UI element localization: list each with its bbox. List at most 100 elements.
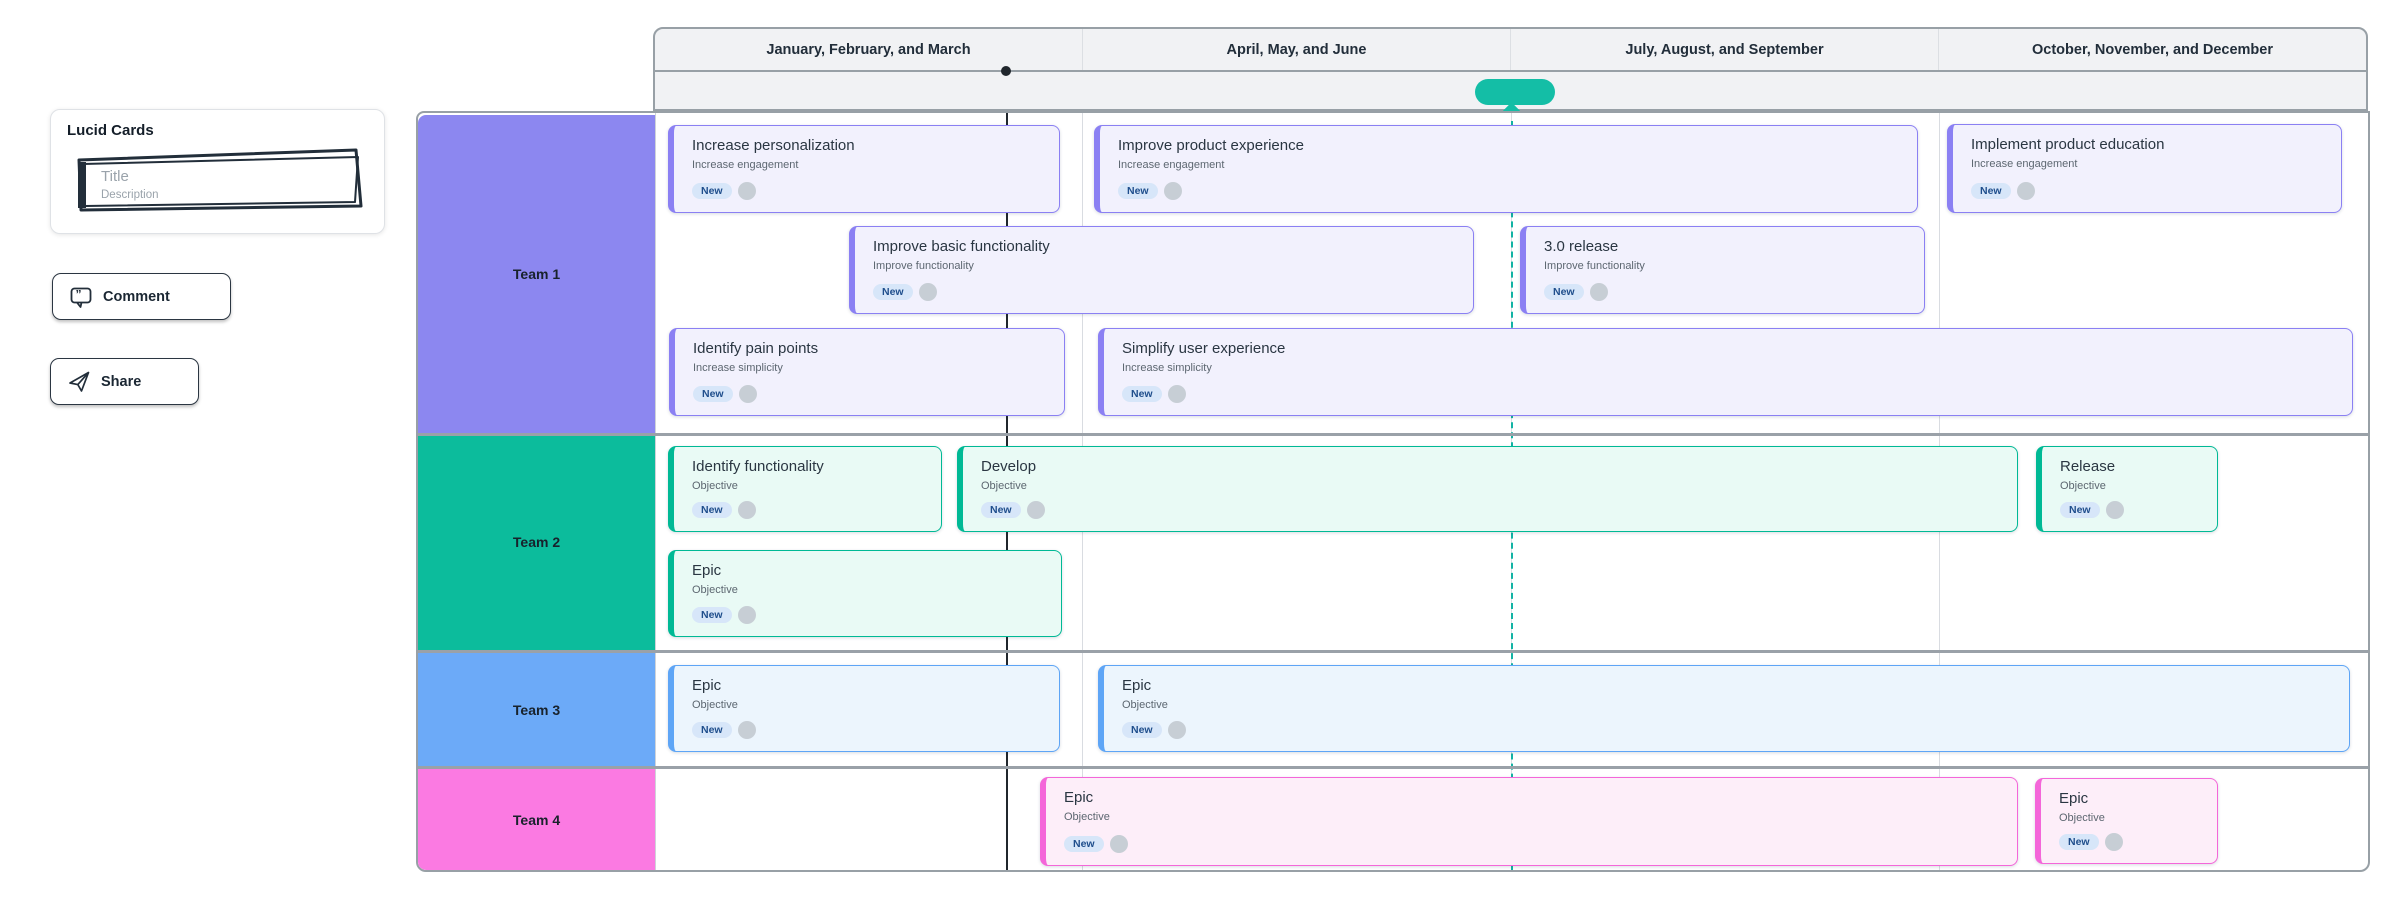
- roadmap-card[interactable]: Identify functionality Objective New: [668, 446, 942, 532]
- roadmap-card[interactable]: Epic Objective New: [2035, 778, 2218, 864]
- status-badge: New: [1118, 182, 1158, 200]
- sketch-title-placeholder: Title: [101, 168, 129, 185]
- row-separator: [418, 650, 2368, 653]
- comment-button[interactable]: ” Comment: [52, 273, 231, 320]
- card-title: Implement product education: [1971, 136, 2165, 153]
- card-subtitle: Objective: [1064, 811, 1110, 823]
- label-column-divider: [655, 113, 656, 870]
- avatar: [2016, 182, 2035, 200]
- roadmap-card[interactable]: Epic Objective New: [1040, 777, 2018, 866]
- roadmap-card[interactable]: Improve product experience Increase enga…: [1094, 125, 1918, 213]
- card-title: Release: [2060, 458, 2116, 475]
- card-subtitle: Objective: [1122, 699, 1168, 711]
- status-badge: New: [1544, 283, 1584, 301]
- row-separator: [418, 433, 2368, 436]
- sketch-description-placeholder: Description: [101, 189, 159, 201]
- quarter-header-3: July, August, and September: [1511, 29, 1939, 70]
- roadmap-card[interactable]: Improve basic functionality Improve func…: [849, 226, 1474, 314]
- roadmap-card[interactable]: Epic Objective New: [668, 665, 1060, 752]
- status-badge: New: [692, 182, 732, 200]
- roadmap-card[interactable]: Epic Objective New: [668, 550, 1062, 637]
- sketch-card-icon: [77, 148, 363, 212]
- panel-title: Lucid Cards: [67, 122, 154, 139]
- roadmap-card[interactable]: Increase personalization Increase engage…: [668, 125, 1060, 213]
- card-subtitle: Increase engagement: [1971, 158, 2078, 170]
- avatar: [737, 182, 756, 200]
- card-subtitle: Improve functionality: [1544, 260, 1645, 272]
- status-badge: New: [981, 501, 1021, 519]
- card-title: Epic: [2059, 790, 2089, 807]
- share-button[interactable]: Share: [50, 358, 199, 405]
- card-title: Improve basic functionality: [873, 238, 1050, 255]
- status-badge: New: [2060, 501, 2100, 519]
- card-template-preview[interactable]: Title Description: [65, 144, 370, 218]
- quarter-header-2: April, May, and June: [1083, 29, 1511, 70]
- roadmap-rows: Team 1 Team 2 Team 3 Team 4 Increase person…: [416, 111, 2370, 872]
- status-badge: New: [1064, 835, 1104, 853]
- status-badge: New: [1122, 721, 1162, 739]
- card-subtitle: Increase simplicity: [693, 362, 783, 374]
- team-band-team-3[interactable]: Team 3: [418, 653, 655, 766]
- quarter-header-1: January, February, and March: [655, 29, 1083, 70]
- team-band-team-2[interactable]: Team 2: [418, 434, 655, 650]
- roadmap-card[interactable]: Develop Objective New: [957, 446, 2018, 532]
- card-title: Develop: [981, 458, 1037, 475]
- roadmap-card[interactable]: Implement product education Increase eng…: [1947, 124, 2342, 213]
- avatar: [1109, 835, 1128, 853]
- team-label: Team 1: [512, 266, 561, 282]
- roadmap-card[interactable]: 3.0 release Improve functionality New: [1520, 226, 1925, 314]
- avatar: [2105, 501, 2124, 519]
- avatar: [738, 385, 757, 403]
- lucid-cards-panel: Lucid Cards Title Description: [50, 109, 385, 234]
- card-subtitle: Increase engagement: [1118, 159, 1225, 171]
- card-title: Simplify user experience: [1122, 340, 1286, 357]
- svg-text:”: ”: [76, 287, 82, 301]
- team-band-team-1[interactable]: Team 1: [418, 115, 655, 433]
- status-badge: New: [692, 721, 732, 739]
- status-badge: New: [693, 385, 733, 403]
- avatar: [737, 721, 756, 739]
- avatar: [1167, 721, 1186, 739]
- roadmap-card[interactable]: Identify pain points Increase simplicity…: [669, 328, 1065, 416]
- row-separator: [418, 766, 2368, 769]
- avatar: [1167, 385, 1186, 403]
- comment-button-label: Comment: [103, 288, 170, 305]
- team-label: Team 4: [512, 811, 561, 828]
- roadmap-card[interactable]: Epic Objective New: [1098, 665, 2350, 752]
- avatar: [737, 501, 756, 519]
- card-subtitle: Objective: [2059, 812, 2105, 824]
- roadmap-card[interactable]: Release Objective New: [2036, 446, 2218, 532]
- card-subtitle: Increase engagement: [692, 159, 799, 171]
- status-badge: New: [873, 283, 913, 301]
- comment-quote-icon: ”: [70, 287, 92, 308]
- team-label: Team 3: [512, 701, 561, 718]
- card-subtitle: Increase simplicity: [1122, 362, 1212, 374]
- card-title: Epic: [1064, 789, 1094, 806]
- avatar: [2104, 833, 2123, 851]
- card-title: Epic: [692, 677, 722, 694]
- card-subtitle: Objective: [692, 584, 738, 596]
- status-badge: New: [692, 606, 732, 624]
- timeline-dot-marker: [1001, 66, 1011, 76]
- team-band-team-4[interactable]: Team 4: [418, 769, 655, 870]
- share-button-label: Share: [101, 373, 142, 390]
- paper-plane-icon: [69, 371, 90, 392]
- status-badge: New: [2059, 833, 2099, 851]
- avatar: [918, 283, 937, 301]
- card-title: Identify pain points: [693, 340, 819, 357]
- milestone-pill[interactable]: [1475, 79, 1555, 105]
- card-subtitle: Objective: [2060, 480, 2106, 492]
- status-badge: New: [692, 501, 732, 519]
- card-subtitle: Objective: [692, 480, 738, 492]
- card-subtitle: Objective: [981, 480, 1027, 492]
- roadmap-card[interactable]: Simplify user experience Increase simpli…: [1098, 328, 2353, 416]
- card-title: Increase personalization: [692, 137, 855, 154]
- status-badge: New: [1122, 385, 1162, 403]
- card-subtitle: Objective: [692, 699, 738, 711]
- card-subtitle: Improve functionality: [873, 260, 974, 272]
- avatar: [1026, 501, 1045, 519]
- avatar: [737, 606, 756, 624]
- card-title: Epic: [1122, 677, 1152, 694]
